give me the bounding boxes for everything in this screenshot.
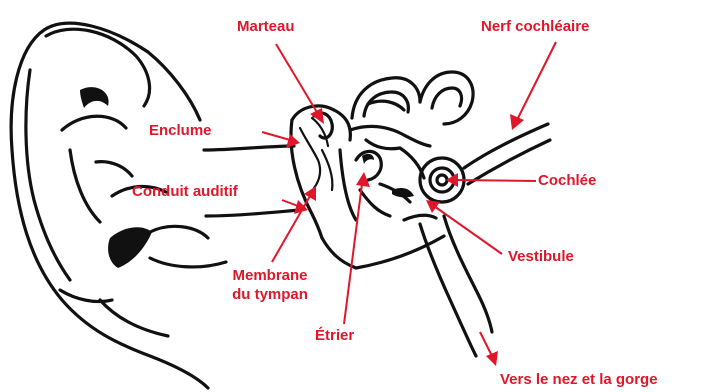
label-nerf-cochleaire: Nerf cochléaire: [481, 17, 589, 36]
pointer-nerf: [518, 42, 556, 118]
arrowhead-vestibule: [426, 200, 440, 213]
pointer-etrier: [344, 184, 362, 324]
pointer-membrane: [272, 196, 310, 262]
label-vers-nez-gorge: Vers le nez et la gorge: [500, 370, 658, 389]
middle-ear-drawing: [291, 106, 381, 268]
pointer-marteau: [276, 44, 318, 114]
label-membrane-du-tympan: Membrane du tympan: [218, 266, 322, 304]
label-cochlee: Cochlée: [538, 171, 596, 190]
eustachian-tube-drawing: [356, 215, 492, 356]
inner-ear-drawing: [350, 72, 550, 216]
pointer-conduit: [282, 200, 298, 206]
ear-canal-drawing: [204, 146, 300, 216]
label-marteau: Marteau: [237, 17, 295, 36]
outer-ear-drawing: [11, 23, 226, 388]
arrowhead-nerf: [510, 114, 524, 130]
label-enclume: Enclume: [149, 121, 212, 140]
pointer-enclume: [262, 132, 290, 140]
label-vestibule: Vestibule: [508, 247, 574, 266]
arrowhead-nez-gorge: [486, 351, 498, 366]
label-membrane-line2: du tympan: [218, 285, 322, 304]
pointer-vestibule: [434, 206, 502, 254]
label-membrane-line1: Membrane: [218, 266, 322, 285]
label-pointers: [262, 42, 556, 366]
pointer-cochlee: [456, 180, 536, 181]
label-etrier: Étrier: [315, 326, 354, 345]
label-conduit-auditif: Conduit auditif: [132, 182, 238, 201]
pointer-nez-gorge: [480, 332, 492, 356]
